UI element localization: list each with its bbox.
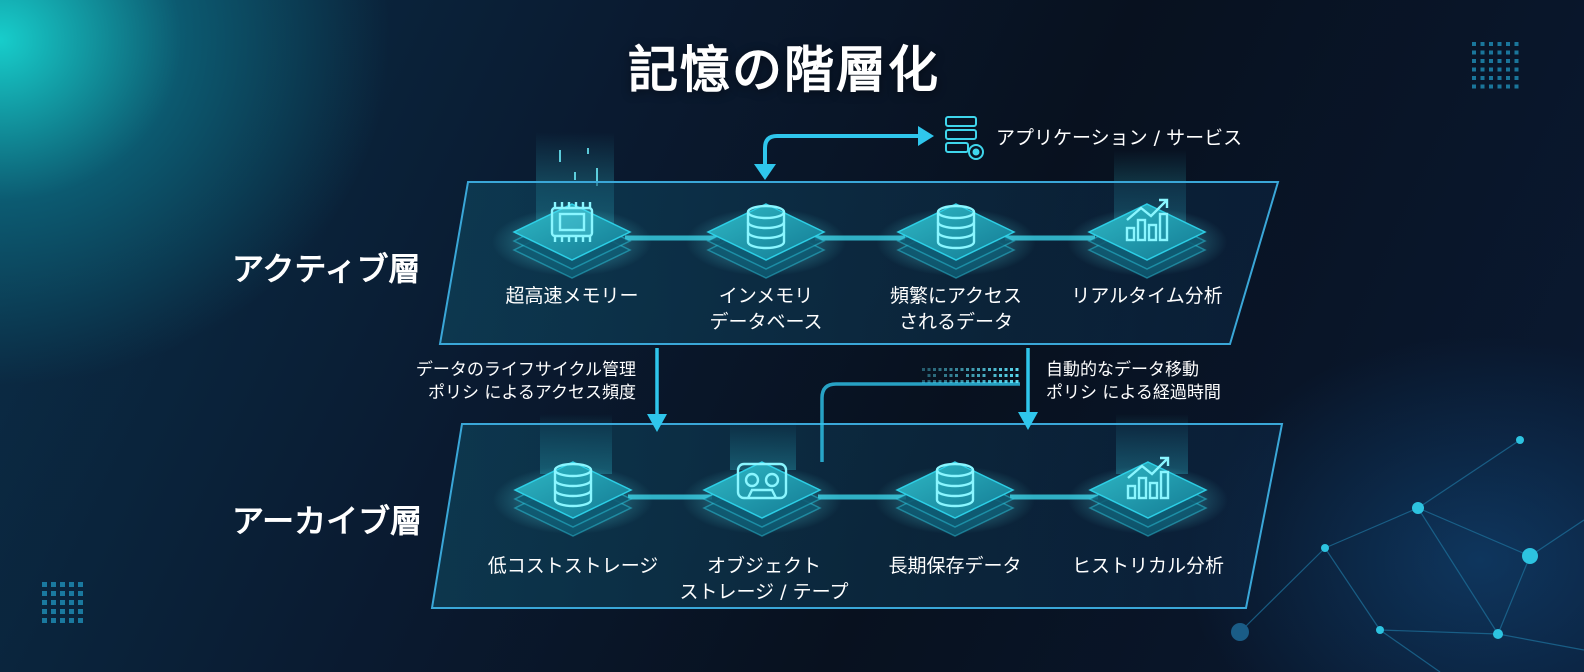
tape-cassette-icon: [736, 462, 788, 500]
dot-grid-decoration: [1472, 42, 1519, 89]
dot-grid-decoration: [42, 582, 83, 623]
active-node-4: [1067, 198, 1227, 279]
data-stream-dots: [922, 368, 1019, 383]
flow-text-auto-migration: 自動的なデータ移動 ポリシ による経過時間: [1046, 360, 1221, 403]
active-node-2: [686, 203, 846, 279]
node-label-object-storage: オブジェクト ストレージ / テープ: [679, 555, 849, 603]
network-decoration: [1231, 436, 1538, 641]
database-icon: [936, 204, 976, 250]
app-flow-arrow: [754, 126, 934, 180]
node-label-historical-analytics: ヒストリカル分析: [1071, 555, 1225, 577]
node-label-ultrafast-memory: 超高速メモリー: [505, 285, 639, 307]
node-label-inmemory-db: インメモリ データベース: [709, 285, 823, 333]
analytics-chart-icon: [1125, 198, 1169, 242]
active-node-1: [492, 202, 652, 279]
network-decoration: [1239, 439, 1584, 672]
archive-node-2: [682, 461, 842, 537]
node-label-longterm-data: 長期保存データ: [888, 555, 1022, 577]
node-label-lowcost-storage: 低コストストレージ: [487, 555, 659, 577]
database-icon: [935, 462, 975, 508]
archive-layer-panel: [430, 423, 1284, 609]
node-label-realtime-analytics: リアルタイム分析: [1071, 285, 1223, 307]
database-icon: [553, 462, 593, 508]
flow-text-lifecycle-policy: データのライフサイクル管理 ポリシ によるアクセス頻度: [415, 360, 636, 403]
archive-layer-label: アーカイブ層: [232, 502, 423, 540]
analytics-chart-icon: [1126, 456, 1170, 500]
active-layer-label: アクティブ層: [232, 250, 421, 288]
active-node-3: [876, 203, 1036, 279]
page-title: 記憶の階層化: [628, 41, 940, 99]
active-layer-panel: [438, 181, 1280, 345]
database-icon: [746, 204, 786, 250]
flow-arrows: [647, 348, 1038, 462]
node-label-frequent-data: 頻繁にアクセス されるデータ: [889, 285, 1023, 333]
archive-node-1: [493, 461, 653, 537]
server-gear-icon: [945, 116, 984, 160]
app-service-label: アプリケーション / サービス: [996, 127, 1243, 149]
memory-chip-icon: [550, 202, 594, 242]
archive-node-3: [875, 461, 1035, 537]
archive-node-4: [1068, 456, 1228, 537]
